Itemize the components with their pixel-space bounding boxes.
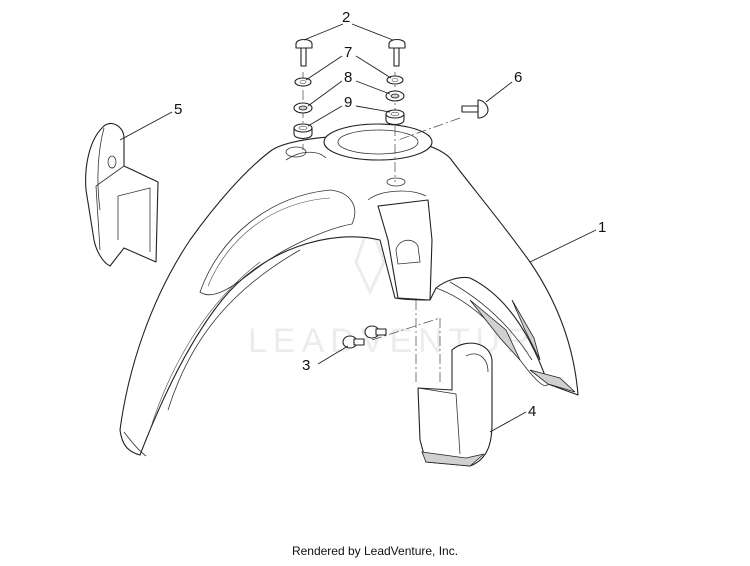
side-cover-left [85, 123, 159, 267]
spacer-9-right [385, 109, 405, 126]
callout-5: 5 [174, 101, 182, 118]
screw-6 [461, 99, 489, 119]
washer-8-right [385, 90, 405, 102]
callout-labels: 2 7 8 9 6 5 1 3 4 [174, 9, 606, 420]
screw-left [295, 38, 313, 67]
callout-6: 6 [514, 69, 522, 86]
washer-7-left [294, 77, 312, 87]
callout-1: 1 [598, 219, 606, 236]
callout-4: 4 [528, 403, 536, 420]
side-cover-right [417, 342, 493, 467]
footer-credit: Rendered by LeadVenture, Inc. [291, 544, 459, 558]
callout-7: 7 [344, 44, 352, 61]
spacer-9-left [293, 123, 313, 140]
leader-lines [119, 23, 597, 433]
washer-8-left [293, 102, 313, 114]
callout-8: 8 [344, 69, 352, 86]
front-fender [119, 123, 579, 457]
screw-3-left [342, 335, 365, 349]
callout-9: 9 [344, 94, 352, 111]
screw-3-right [364, 325, 387, 339]
screw-right [388, 38, 406, 67]
callout-2: 2 [342, 9, 350, 26]
callout-3: 3 [302, 357, 310, 374]
